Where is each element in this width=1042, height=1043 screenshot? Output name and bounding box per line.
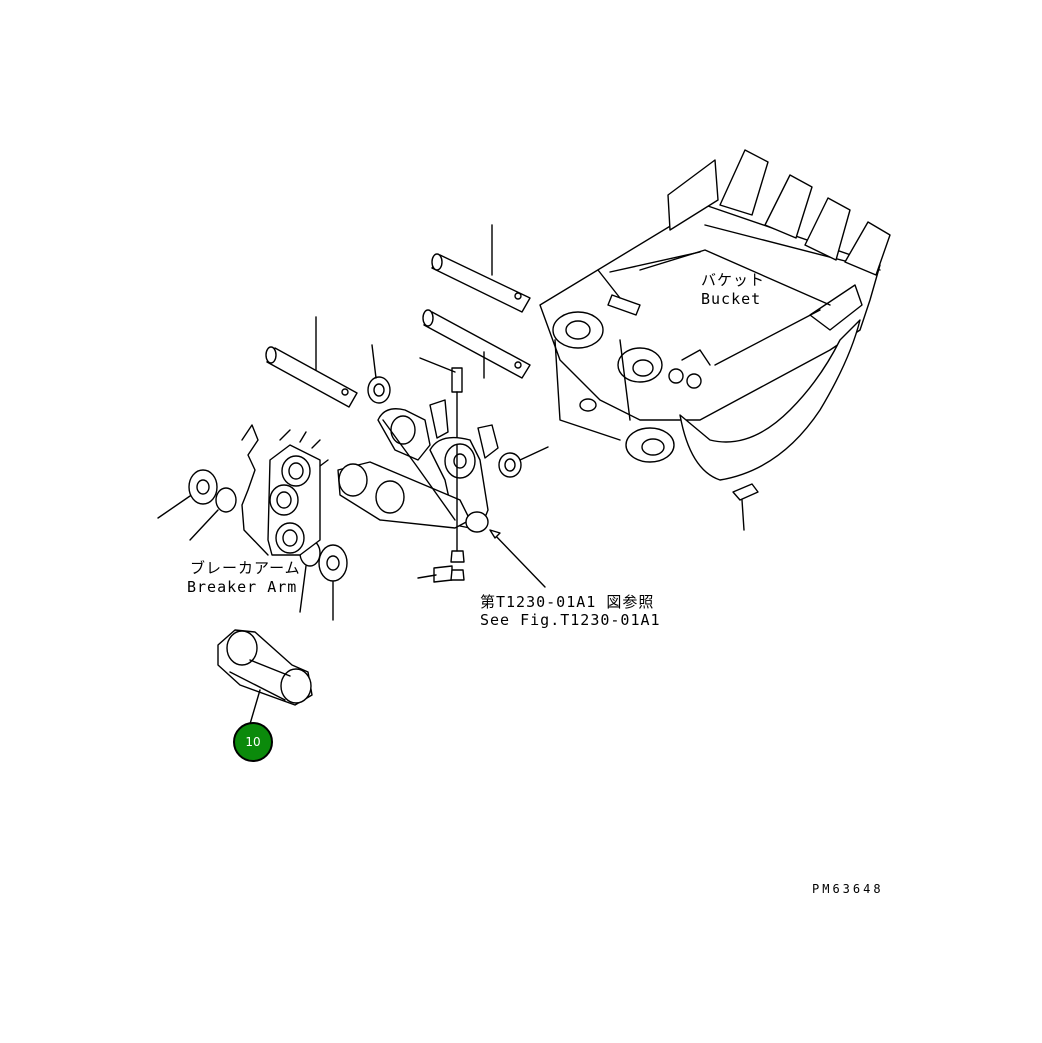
pin-left (265, 316, 358, 408)
bucket-label-jp: バケット (701, 271, 766, 289)
callout-10-badge[interactable]: 10 (233, 722, 273, 762)
drawing-number: PM63648 (812, 882, 884, 896)
washers (157, 344, 549, 621)
link-assembly (337, 399, 499, 583)
reference-arrow (489, 529, 546, 588)
breaker-arm-drawing (241, 424, 329, 556)
bolt-vertical (419, 357, 463, 446)
see-fig-label-en: See Fig.T1230-01A1 (480, 611, 661, 629)
bucket-drawing (539, 149, 891, 531)
callout-10-number: 10 (245, 735, 261, 749)
breaker-arm-label-jp: ブレーカアーム (190, 559, 301, 577)
see-fig-label-jp: 第T1230-01A1 図参照 (480, 593, 655, 611)
pin-top (431, 224, 531, 313)
bucket-label-en: Bucket (701, 290, 762, 308)
part-10-drawing (217, 629, 313, 725)
breaker-arm-label-en: Breaker Arm (187, 578, 298, 596)
bucket-teeth (719, 149, 891, 276)
pin-middle (422, 309, 531, 379)
bucket-mount-bosses (552, 311, 675, 463)
